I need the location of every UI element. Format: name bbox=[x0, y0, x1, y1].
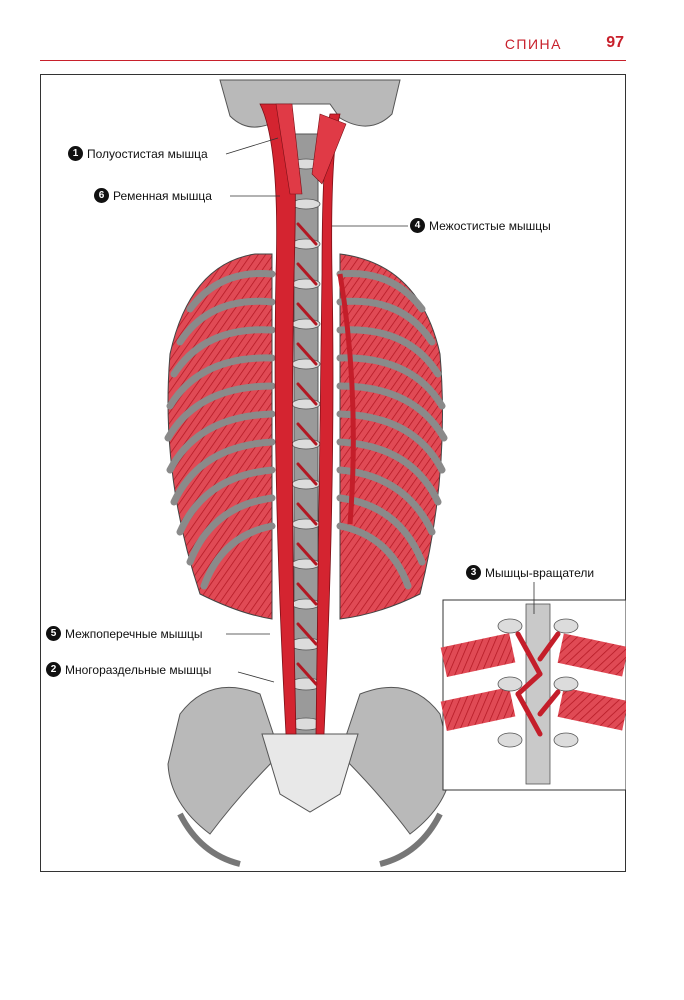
label-text: Межостистые мышцы bbox=[429, 218, 551, 233]
number-badge: 2 bbox=[46, 662, 61, 677]
page-number: 97 bbox=[606, 34, 624, 51]
label-interspinales: 4 Межостистые мышцы bbox=[410, 218, 551, 233]
number-badge: 1 bbox=[68, 146, 83, 161]
label-text: Ременная мышца bbox=[113, 188, 212, 203]
label-multifidus: 2 Многораздельные мышцы bbox=[46, 662, 211, 677]
label-intertransversarii: 5 Межпоперечные мышцы bbox=[46, 626, 203, 641]
label-text: Межпоперечные мышцы bbox=[65, 626, 203, 641]
label-text: Мышцы-вращатели bbox=[485, 565, 595, 580]
number-badge: 6 bbox=[94, 188, 109, 203]
label-splenius: 6 Ременная мышца bbox=[94, 188, 212, 203]
label-semispinalis: 1 Полуостистая мышца bbox=[68, 146, 208, 161]
deep-back-muscles bbox=[259, 103, 356, 735]
header-rule bbox=[40, 60, 626, 61]
section-title: СПИНА bbox=[504, 36, 562, 52]
label-rotatores: 3 Мышцы-вращатели bbox=[466, 565, 594, 580]
inset-rotator-muscles bbox=[440, 599, 626, 791]
rib-cage bbox=[164, 253, 448, 620]
pelvis bbox=[167, 686, 453, 867]
number-badge: 4 bbox=[410, 218, 425, 233]
number-badge: 5 bbox=[46, 626, 61, 641]
label-text: Многораздельные мышцы bbox=[65, 662, 212, 677]
number-badge: 3 bbox=[466, 565, 481, 580]
figure-frame bbox=[40, 74, 626, 872]
label-text: Полуостистая мышца bbox=[87, 146, 208, 161]
leader-lines bbox=[225, 137, 535, 683]
skull-base bbox=[219, 79, 401, 128]
spine-anatomy-illustration bbox=[164, 79, 626, 867]
